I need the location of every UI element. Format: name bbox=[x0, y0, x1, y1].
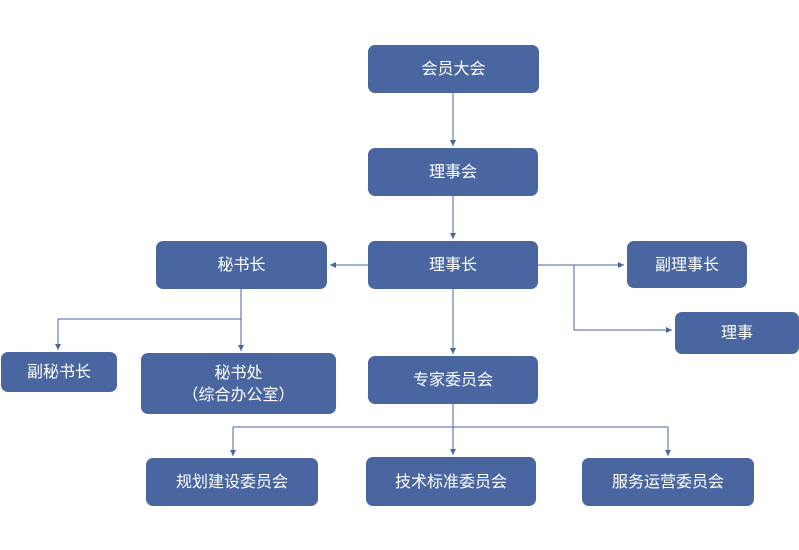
node-service-ops-committee-label: 服务运营委员会 bbox=[611, 472, 724, 491]
node-council-label: 理事会 bbox=[428, 162, 477, 181]
node-expert-committee-label: 专家委员会 bbox=[412, 370, 493, 389]
node-tech-standards-committee-label: 技术标准委员会 bbox=[394, 471, 507, 491]
node-assembly-label: 会员大会 bbox=[421, 59, 486, 78]
node-vice-chairman-label: 副理事长 bbox=[654, 254, 719, 274]
connector-chairman-director bbox=[573, 265, 672, 333]
node-secretariat-label: 秘书处 bbox=[214, 362, 263, 382]
node-assembly: 会员大会 bbox=[368, 45, 539, 93]
node-planning-committee-label: 规划建设委员会 bbox=[175, 472, 288, 491]
node-chairman-label: 理事长 bbox=[428, 255, 477, 274]
node-secretary-general-label: 秘书长 bbox=[217, 255, 266, 274]
node-director-label: 理事 bbox=[720, 323, 753, 342]
node-tech-standards-committee: 技术标准委员会 bbox=[366, 457, 536, 506]
node-director: 理事 bbox=[675, 312, 799, 354]
node-vice-chairman: 副理事长 bbox=[627, 241, 747, 288]
node-deputy-secretary-label: 副秘书长 bbox=[26, 362, 91, 381]
node-chairman: 理事长 bbox=[368, 241, 538, 289]
node-planning-committee: 规划建设委员会 bbox=[146, 458, 318, 506]
node-service-ops-committee: 服务运营委员会 bbox=[582, 458, 754, 506]
node-deputy-secretary: 副秘书长 bbox=[1, 352, 117, 392]
node-secretariat: 秘书处 （综合办公室） bbox=[141, 353, 336, 414]
node-secretariat-note: （综合办公室） bbox=[182, 384, 295, 404]
node-expert-committee: 专家委员会 bbox=[368, 356, 538, 404]
node-secretary-general: 秘书长 bbox=[156, 241, 327, 289]
node-council: 理事会 bbox=[368, 148, 538, 196]
